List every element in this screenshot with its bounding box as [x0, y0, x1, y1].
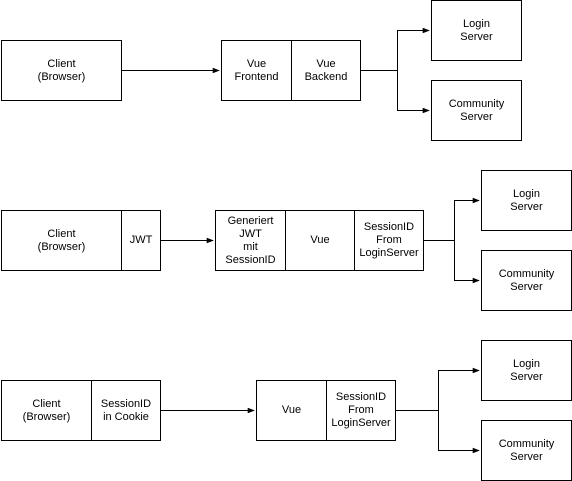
arrow-d3-to-community-server	[438, 410, 480, 454]
d2-client-label: Client (Browser)	[37, 227, 86, 253]
d2-generiert-jwt-label: Generiert JWT mit SessionID	[225, 214, 276, 266]
d3-client-browser-box: Client (Browser)	[1, 380, 92, 441]
arrow-d1-to-login-server	[397, 27, 430, 71]
arrow-d1-to-community-server	[397, 70, 430, 114]
d3-login-server-label: Login Server	[510, 357, 543, 383]
d1-community-server-label: Community Server	[448, 97, 505, 123]
d3-session-id-from-login-label: SessionID From LoginServer	[331, 391, 391, 429]
arrow-d3-to-login-server	[438, 367, 480, 411]
d3-vue-label: Vue	[281, 404, 302, 416]
d1-client-label: Client (Browser)	[37, 57, 86, 83]
d1-vue-backend-box: Vue Backend	[292, 40, 361, 101]
d1-vue-frontend-box: Vue Frontend	[221, 40, 292, 101]
d2-jwt-box: JWT	[122, 210, 161, 271]
d3-session-id-cookie-box: SessionID in Cookie	[92, 380, 161, 441]
d1-login-server-box: Login Server	[431, 0, 522, 61]
d1-vue-frontend-label: Vue Frontend	[234, 57, 279, 83]
d1-login-server-label: Login Server	[460, 17, 493, 43]
d2-client-browser-box: Client (Browser)	[1, 210, 122, 271]
d1-vue-backend-label: Vue Backend	[304, 57, 348, 83]
d1-client-browser-box: Client (Browser)	[1, 40, 122, 101]
d1-community-server-box: Community Server	[431, 80, 522, 141]
d3-community-server-label: Community Server	[498, 437, 555, 463]
d2-session-id-from-login-label: SessionID From LoginServer	[359, 221, 419, 259]
d2-vue-label: Vue	[310, 234, 330, 246]
d3-vue-box: Vue	[256, 380, 327, 441]
d3-session-id-cookie-label: SessionID in Cookie	[100, 397, 152, 423]
d2-login-server-box: Login Server	[481, 170, 572, 231]
d3-login-server-box: Login Server	[481, 340, 572, 401]
d2-community-server-label: Community Server	[498, 267, 555, 293]
d2-generiert-jwt-box: Generiert JWT mit SessionID	[215, 210, 286, 271]
d3-community-server-box: Community Server	[481, 420, 572, 481]
d2-jwt-label: JWT	[129, 234, 153, 246]
arrow-d2-to-community-server	[454, 240, 480, 284]
d2-vue-box: Vue	[286, 210, 355, 271]
d2-session-id-from-login-box: SessionID From LoginServer	[355, 210, 424, 271]
arrow-d2-to-login-server	[454, 197, 480, 241]
d3-client-label: Client (Browser)	[22, 397, 71, 423]
d2-community-server-box: Community Server	[481, 250, 572, 311]
d2-login-server-label: Login Server	[510, 187, 543, 213]
d3-session-id-from-login-box: SessionID From LoginServer	[327, 380, 396, 441]
